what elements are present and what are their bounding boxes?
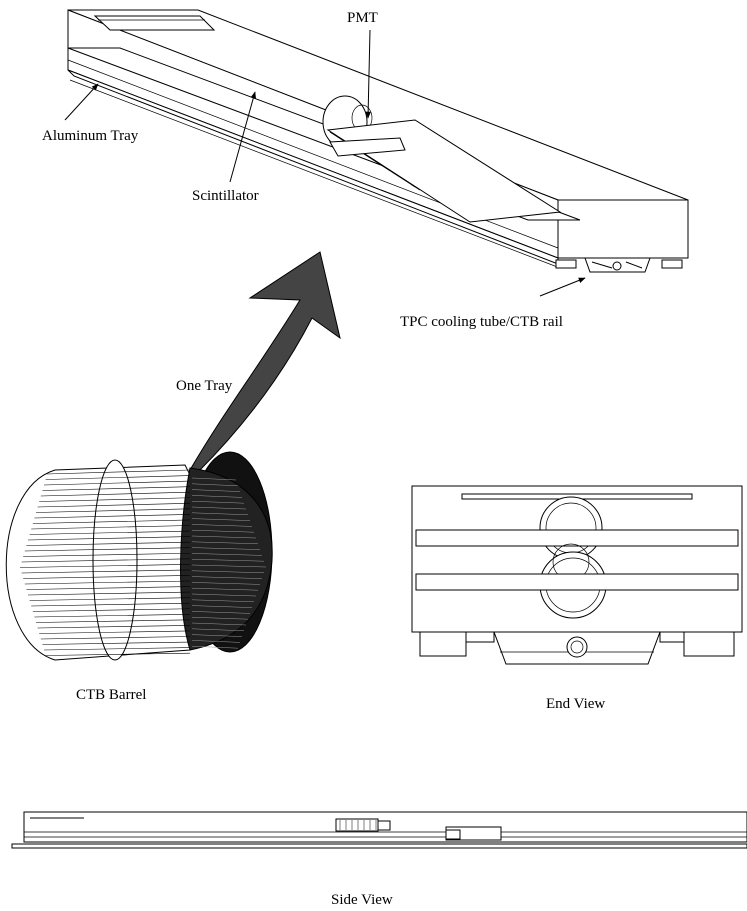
label-scintillator: Scintillator <box>192 188 259 204</box>
ctb-barrel <box>5 451 273 661</box>
label-cooling-tube: TPC cooling tube/CTB rail <box>400 314 563 330</box>
one-tray-arrow <box>189 251 341 473</box>
label-side-view: Side View <box>331 892 393 908</box>
tray-isometric <box>67 9 689 273</box>
label-one-tray: One Tray <box>176 378 233 394</box>
side-view <box>11 811 747 849</box>
label-end-view: End View <box>546 696 605 712</box>
label-pmt: PMT <box>347 10 378 26</box>
label-aluminum-tray: Aluminum Tray <box>42 128 139 144</box>
label-ctb-barrel: CTB Barrel <box>76 687 146 703</box>
end-view <box>411 485 743 665</box>
